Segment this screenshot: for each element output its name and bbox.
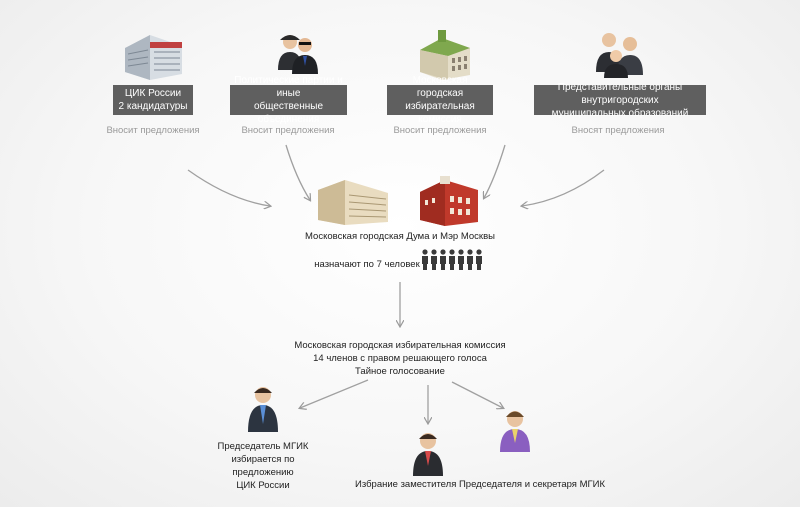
person-figure-icon — [458, 249, 464, 270]
appointing-body-count: назначают по 7 человек — [314, 259, 420, 270]
arrow-commission-to-chairman — [300, 379, 369, 408]
arrow-parties-to-duma — [285, 144, 310, 200]
arrow-commission-to-secretary — [451, 381, 503, 408]
commission-members: 14 членов с правом решающего голоса — [313, 353, 487, 364]
commission-name: Московская городская избирательная комис… — [294, 340, 506, 351]
note-mgik: Вносит предложения — [393, 125, 487, 136]
chairman-icon — [248, 387, 278, 432]
party-people-icon — [278, 35, 318, 74]
person-figure-icon — [467, 249, 473, 270]
arrows — [187, 144, 605, 423]
person-figure-icon — [422, 249, 428, 270]
note-municipal: Вносят предложения — [571, 125, 665, 136]
mgik-building-icon — [420, 30, 470, 80]
commission-voting: Тайное голосование — [355, 366, 445, 377]
mayor-building-icon — [420, 176, 478, 226]
person-figure-icon — [440, 249, 446, 270]
cik-building-icon — [125, 35, 182, 80]
chairman-text: Председатель МГИК избирается по предложе… — [217, 441, 309, 491]
note-parties: Вносит предложения — [241, 125, 335, 136]
arrow-municipal-to-duma — [522, 169, 605, 206]
deputy-chairman-icon — [413, 433, 443, 476]
note-cik: Вносит предложения — [106, 125, 200, 136]
source-label-cik: ЦИК России 2 кандидатуры — [113, 85, 193, 115]
person-figure-icon — [476, 249, 482, 270]
appointees-icon-row — [422, 249, 482, 270]
deputies-text: Избрание заместителя Председателя и секр… — [355, 479, 605, 490]
secretary-icon — [500, 411, 530, 452]
person-figure-icon — [449, 249, 455, 270]
source-label-parties: Политические партии и иные общественные … — [230, 75, 347, 125]
arrow-cik-to-duma — [187, 169, 270, 206]
source-label-mgik: Московская городская избирательная комис… — [387, 75, 493, 125]
appointing-body-title: Московская городская Дума и Мэр Москвы — [305, 231, 495, 242]
municipal-people-icon — [596, 33, 643, 78]
person-figure-icon — [431, 249, 437, 270]
duma-building-icon — [318, 180, 388, 225]
arrow-mgik-to-duma — [484, 144, 506, 198]
source-label-municipal: Представительные органы внутригородских … — [534, 82, 706, 119]
